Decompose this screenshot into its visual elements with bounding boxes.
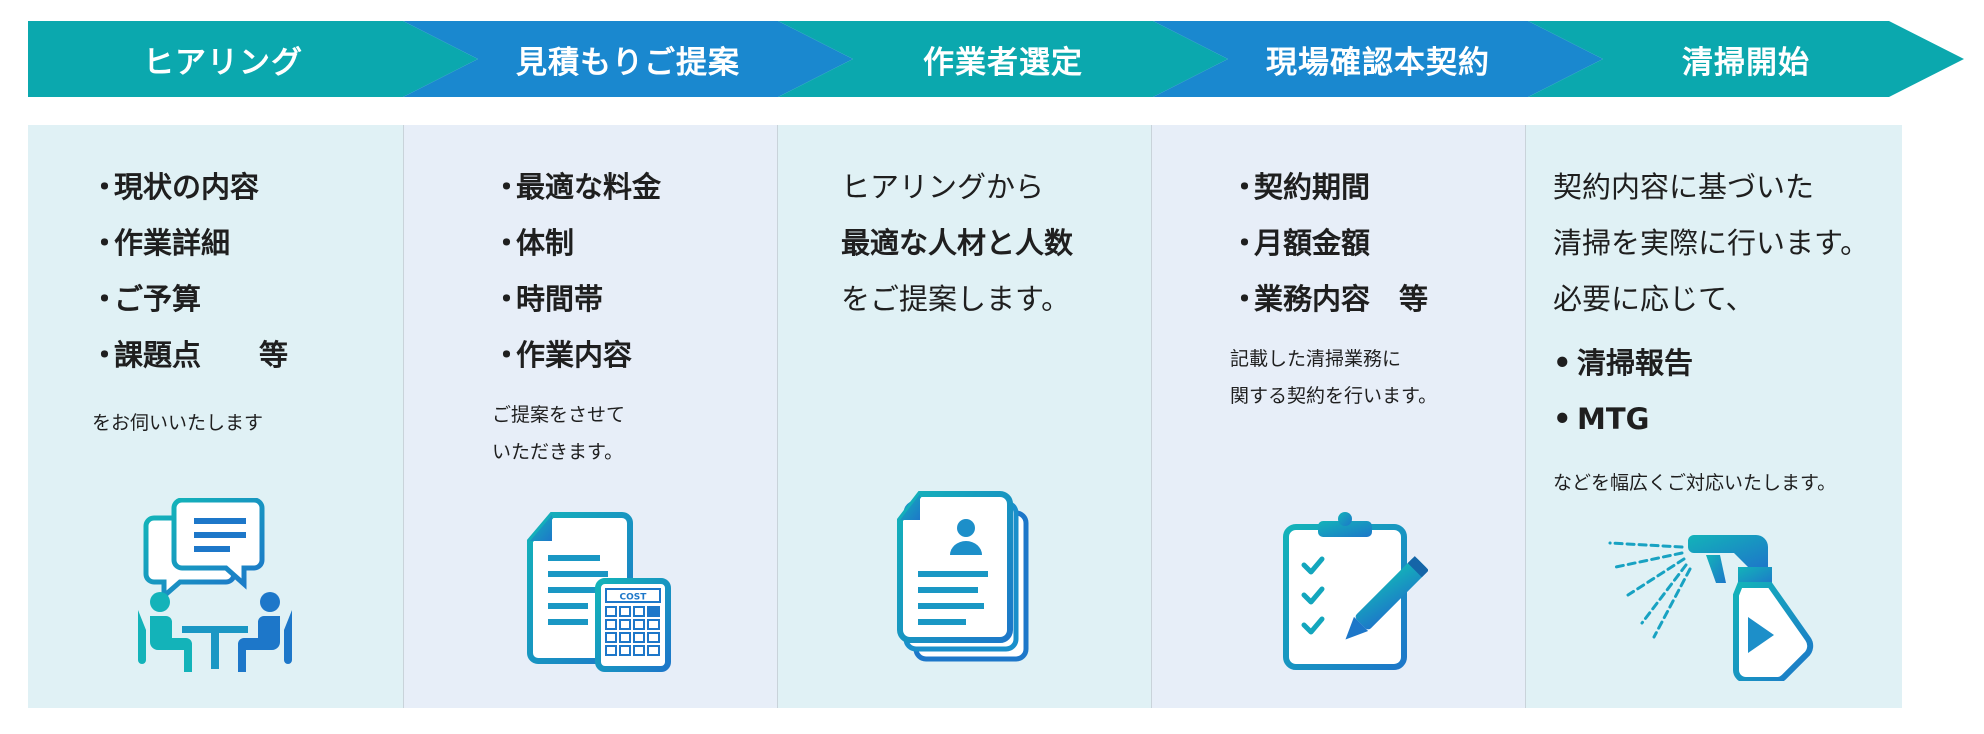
- step-2-label: 見積もりご提案: [516, 44, 740, 81]
- step-1-chevron: [28, 21, 478, 97]
- contract-bullet-item: ・月額金額: [1230, 226, 1371, 260]
- estimate-note-line-1: ご提案をさせて: [492, 404, 626, 426]
- estimate-note-line-2: いただきます。: [492, 441, 624, 463]
- cleaning-bullet-list: •清掃報告 •MTG: [1553, 335, 1693, 447]
- step-3-chevron: [778, 21, 1228, 97]
- panel-hearing: ・現状の内容 ・作業詳細 ・ご予算 ・課題点 等 をお伺いいたします: [28, 125, 403, 708]
- cleaning-bullet-item: •清掃報告: [1553, 346, 1694, 380]
- panel-contract: ・契約期間 ・月額金額 ・業務内容 等 記載した清掃業務に 関する契約を行います…: [1151, 125, 1525, 708]
- clipboard-checklist-pen-icon: [1283, 512, 1428, 670]
- meeting-chat-icon: [138, 498, 292, 672]
- step-4-label: 現場確認本契約: [1266, 44, 1490, 81]
- cleaning-line-1: 契約内容に基づいた: [1553, 170, 1815, 204]
- contract-bullet-list: ・契約期間 ・月額金額 ・業務内容 等: [1230, 159, 1428, 327]
- selection-line-2: 最適な人材と人数: [841, 226, 1074, 260]
- panel-selection: ヒアリングから 最適な人材と人数 をご提案します。: [777, 125, 1151, 708]
- hearing-bullet-list: ・現状の内容 ・作業詳細 ・ご予算 ・課題点 等: [90, 159, 288, 383]
- contract-note-line-2: 関する契約を行います。: [1230, 385, 1438, 407]
- estimate-bullet-item: ・体制: [492, 226, 575, 260]
- svg-text:COST: COST: [620, 593, 648, 603]
- contract-bullet-item: ・業務内容 等: [1230, 282, 1429, 316]
- document-calculator-icon: COST: [527, 512, 671, 672]
- hearing-bullet-item: ・ご予算: [90, 282, 202, 316]
- panel-cleaning: 契約内容に基づいた 清掃を実際に行います。 必要に応じて、 •清掃報告 •MTG…: [1525, 125, 1902, 708]
- hearing-bullet-item: ・作業詳細: [90, 226, 231, 260]
- resume-documents-icon: [897, 491, 1029, 662]
- hearing-bullet-item: ・現状の内容: [90, 170, 260, 204]
- estimate-bullet-item: ・時間帯: [492, 282, 604, 316]
- cleaning-line-2: 清掃を実際に行います。: [1553, 226, 1870, 260]
- cleaning-line-3: 必要に応じて、: [1553, 282, 1755, 316]
- step-1-label: ヒアリング: [143, 44, 303, 81]
- spray-bottle-icon: [1608, 535, 1814, 681]
- selection-line-1: ヒアリングから: [841, 170, 1045, 204]
- step-5-chevron: [1528, 21, 1964, 97]
- step-panels: ・現状の内容 ・作業詳細 ・ご予算 ・課題点 等 をお伺いいたします: [28, 125, 1902, 708]
- estimate-bullet-item: ・作業内容: [492, 338, 633, 372]
- contract-bullet-item: ・契約期間: [1230, 170, 1371, 204]
- estimate-bullet-item: ・最適な料金: [492, 170, 662, 204]
- step-2-chevron: [403, 21, 853, 97]
- cleaning-note: などを幅広くご対応いたします。: [1553, 472, 1837, 494]
- step-4-chevron: [1153, 21, 1603, 97]
- selection-line-3: をご提案します。: [841, 282, 1071, 316]
- process-steps: ヒアリング 見積もりご提案 作業者選定 現場確認本契約 清掃開始: [0, 0, 1984, 110]
- estimate-bullet-list: ・最適な料金 ・体制 ・時間帯 ・作業内容: [492, 159, 661, 383]
- hearing-note: をお伺いいたします: [92, 412, 264, 434]
- panel-estimate: ・最適な料金 ・体制 ・時間帯 ・作業内容 ご提案をさせて いただきます。: [403, 125, 777, 708]
- hearing-bullet-item: ・課題点 等: [90, 338, 289, 372]
- step-5-label: 清掃開始: [1682, 44, 1810, 81]
- contract-note-line-1: 記載した清掃業務に: [1230, 348, 1402, 370]
- cleaning-bullet-item: •MTG: [1553, 402, 1650, 436]
- step-3-label: 作業者選定: [923, 44, 1083, 81]
